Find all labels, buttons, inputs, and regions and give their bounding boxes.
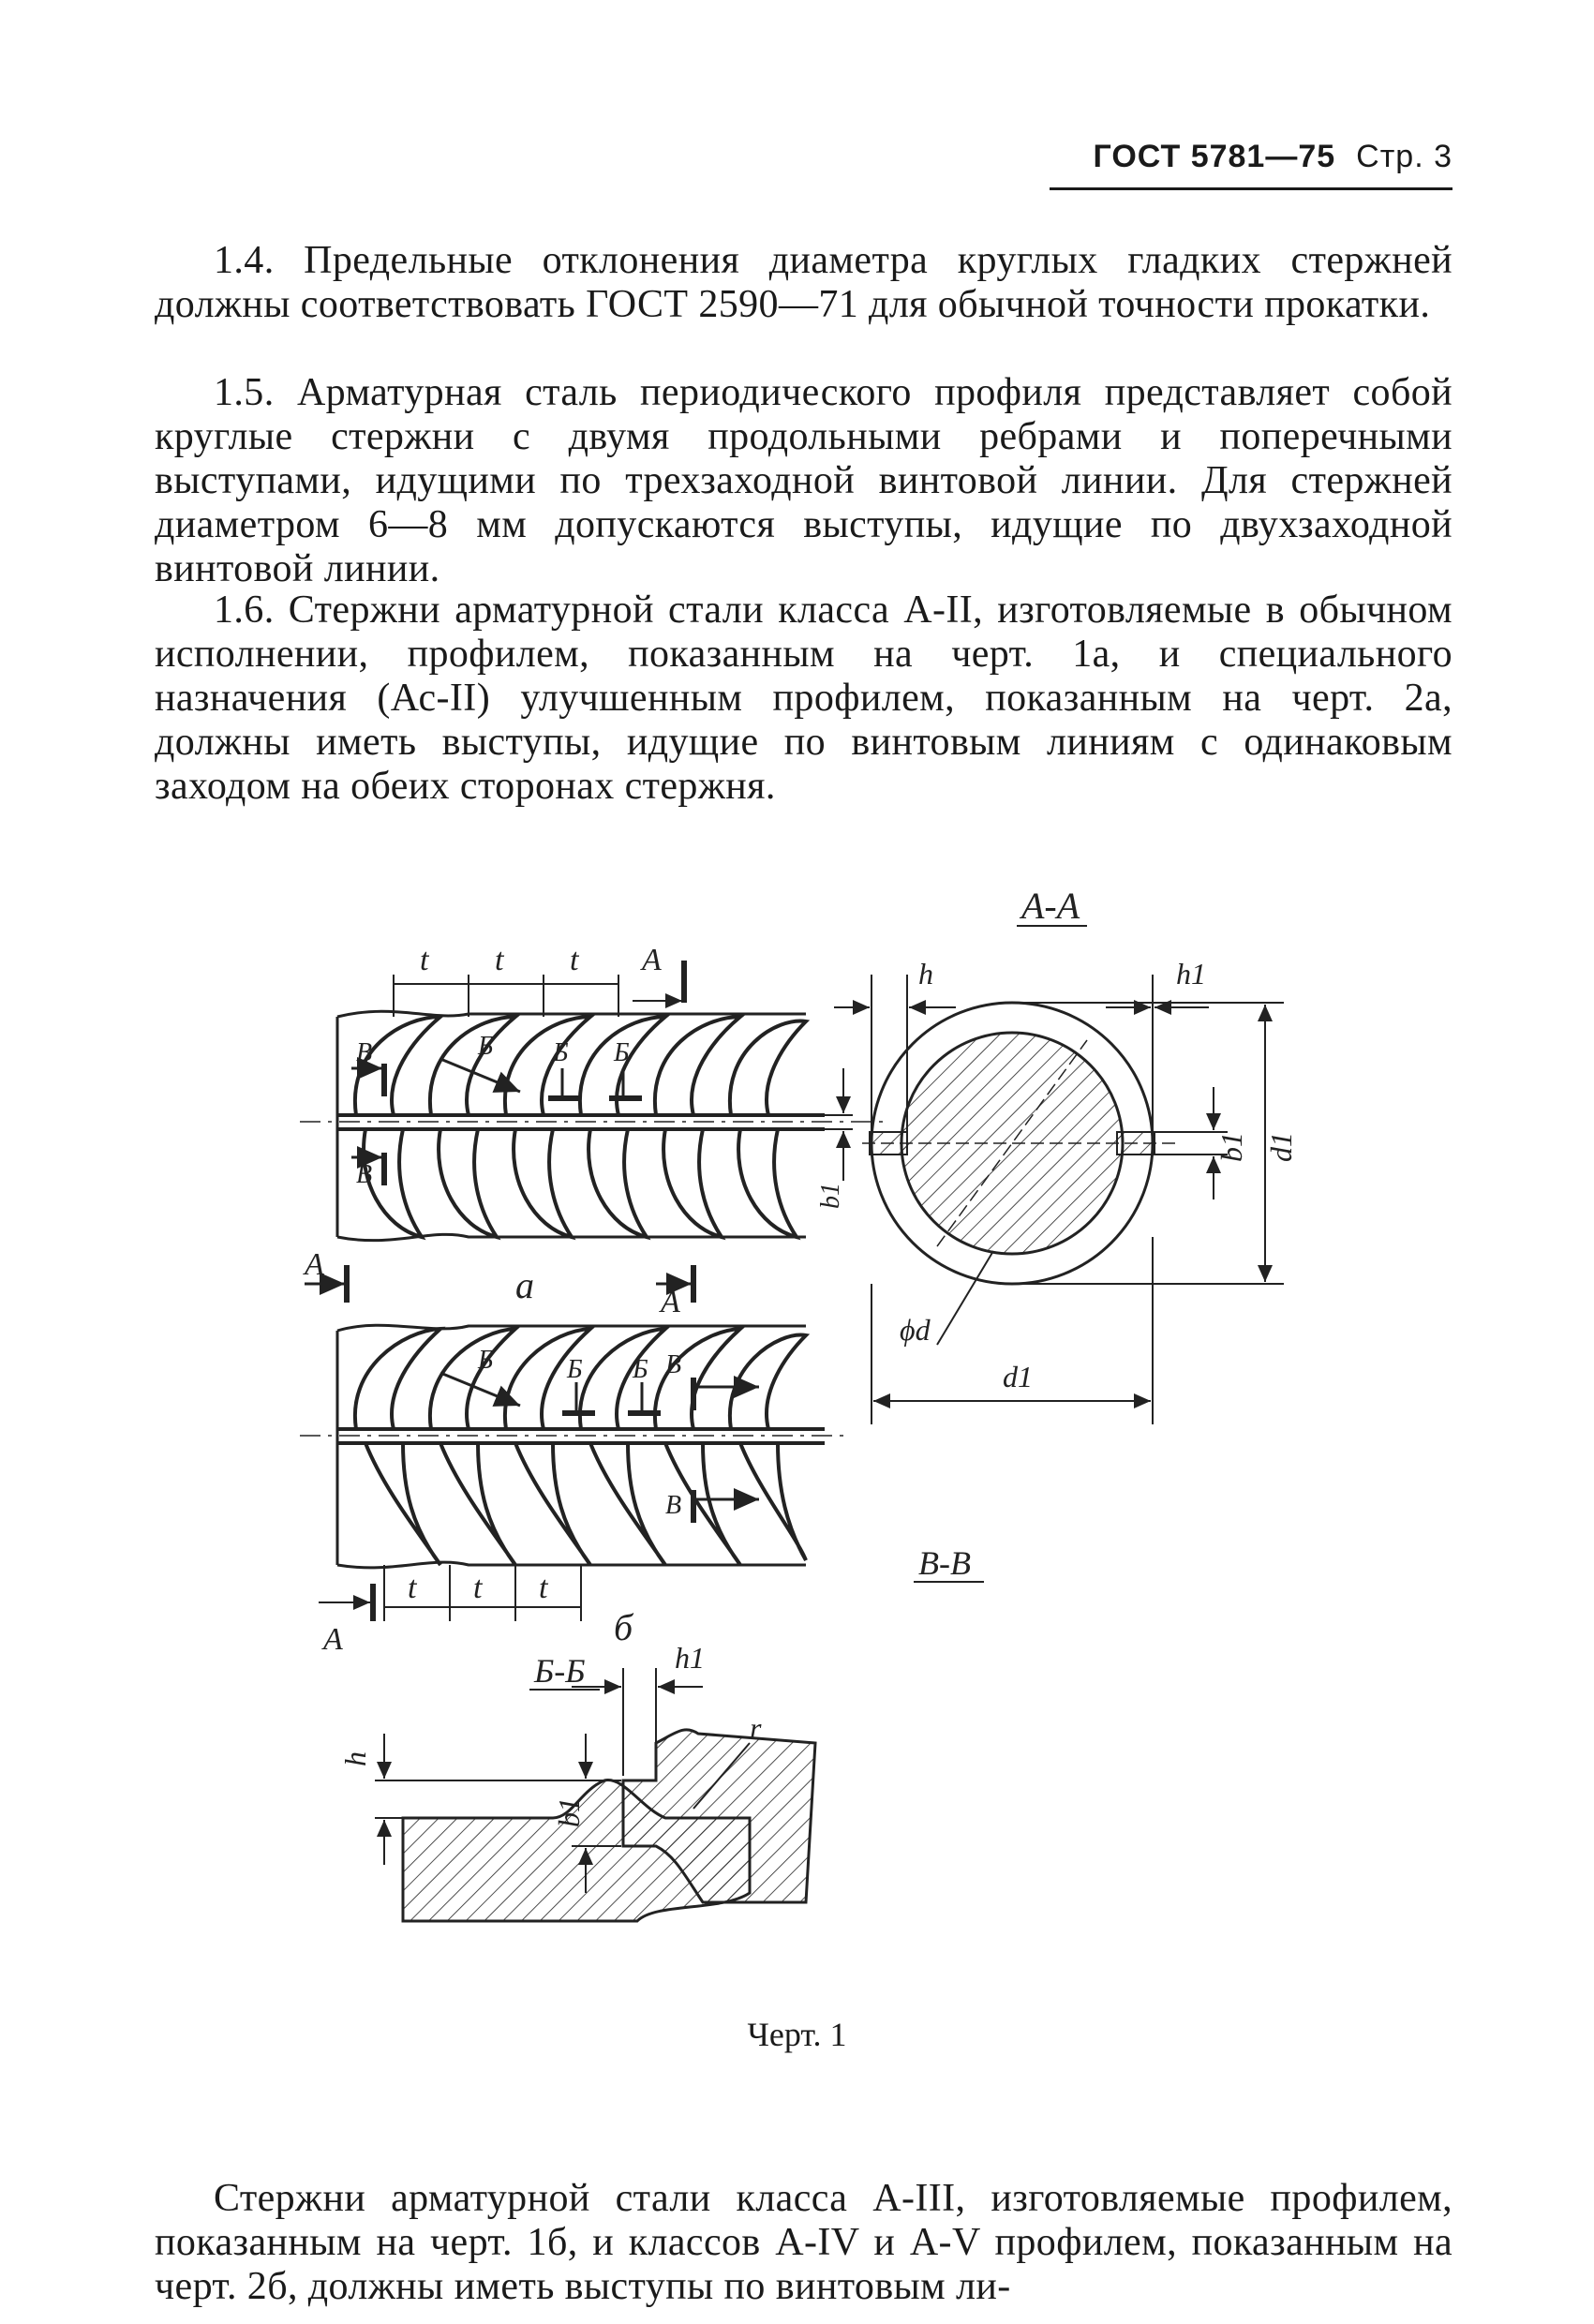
label-b1-vv: b1 <box>552 1797 586 1827</box>
pitch-dimensions-a <box>393 961 687 1017</box>
label-r: r <box>750 1711 762 1745</box>
label-h1-vv: h1 <box>675 1641 705 1675</box>
label-t-2: t <box>495 943 505 977</box>
paragraph-bottom-text: Стержни арматурной стали класса А-III, и… <box>155 2177 1452 2308</box>
label-v-2: В <box>356 1160 372 1189</box>
page-number: Стр. 3 <box>1356 139 1452 174</box>
paragraph-1-6-text: 1.6. Стержни арматурной стали класса А-I… <box>155 588 1452 808</box>
label-variant-a: а <box>515 1264 534 1306</box>
label-t-3: t <box>570 943 580 977</box>
section-markers-b <box>439 1371 759 1523</box>
figure-caption: Черт. 1 <box>747 2016 847 2053</box>
section-letters-b: Б Б Б В В <box>477 1346 681 1520</box>
section-letters-a: В В Б Б Б <box>356 1032 630 1189</box>
paragraph-1-4: 1.4. Предельные отклонения диаметра круг… <box>155 239 1452 327</box>
section-bb-title: Б-Б <box>533 1652 585 1690</box>
label-b-1: Б <box>477 1032 494 1061</box>
label-t-4: t <box>408 1571 418 1605</box>
header-rule <box>1050 187 1452 190</box>
section-aa-view <box>862 1001 1181 1286</box>
section-vv-dimensions <box>572 1668 703 1893</box>
paragraph-bottom: Стержни арматурной стали класса А-III, и… <box>155 2177 1452 2309</box>
paragraph-1-5: 1.5. Арматурная сталь периодического про… <box>155 371 1452 591</box>
pitch-labels-a: t t t А <box>420 943 662 977</box>
label-a-bottom: А <box>321 1622 343 1657</box>
label-v-3: В <box>665 1350 681 1379</box>
label-phi-d: ϕd <box>900 1313 931 1347</box>
b1-dimension-a <box>806 1068 853 1181</box>
rebar-profile-drawing: t t t А В В Б Б Б b1 А А а <box>300 885 1298 1923</box>
pitch-dimensions-b <box>319 1565 582 1621</box>
label-v-1: В <box>356 1038 372 1067</box>
paragraph-1-4-text: 1.4. Предельные отклонения диаметра круг… <box>155 239 1452 326</box>
section-vv-view <box>621 1728 817 1904</box>
label-a-top: А <box>640 943 662 977</box>
paragraph-1-6: 1.6. Стержни арматурной стали класса А-I… <box>155 588 1452 809</box>
label-h-aa: h <box>918 957 933 991</box>
label-b-2: Б <box>552 1038 569 1067</box>
label-a-left: А <box>303 1247 324 1282</box>
label-t-1: t <box>420 943 430 977</box>
label-h-bb: h <box>338 1751 372 1766</box>
label-b-3: Б <box>613 1038 630 1067</box>
section-aa-dimensions <box>834 975 1284 1424</box>
label-b1-a: b1 <box>816 1183 845 1209</box>
label-d1-horizontal: d1 <box>1003 1360 1033 1393</box>
label-h1-aa: h1 <box>1176 957 1206 991</box>
label-variant-b: б <box>614 1606 634 1648</box>
label-b1-aa: b1 <box>1214 1132 1248 1162</box>
label-v-4: В <box>665 1491 681 1520</box>
label-t-6: t <box>539 1571 549 1605</box>
rebar-view-a <box>300 1009 890 1243</box>
label-d1-vertical: d1 <box>1264 1132 1298 1162</box>
label-b-6: Б <box>632 1355 648 1384</box>
paragraph-1-5-text: 1.5. Арматурная сталь периодического про… <box>155 371 1452 590</box>
section-markers-a <box>351 1057 642 1185</box>
standard-number: ГОСТ 5781—75 <box>1093 139 1336 174</box>
section-vv-title: В-В <box>918 1544 971 1582</box>
label-b-5: Б <box>566 1355 583 1384</box>
label-a-right: А <box>659 1285 680 1319</box>
label-b-4: Б <box>477 1346 494 1375</box>
section-aa-markers <box>305 1265 696 1303</box>
page-header: ГОСТ 5781—75 Стр. 3 <box>1050 139 1452 175</box>
label-t-5: t <box>473 1571 484 1605</box>
section-aa-title: А-А <box>1019 885 1080 927</box>
